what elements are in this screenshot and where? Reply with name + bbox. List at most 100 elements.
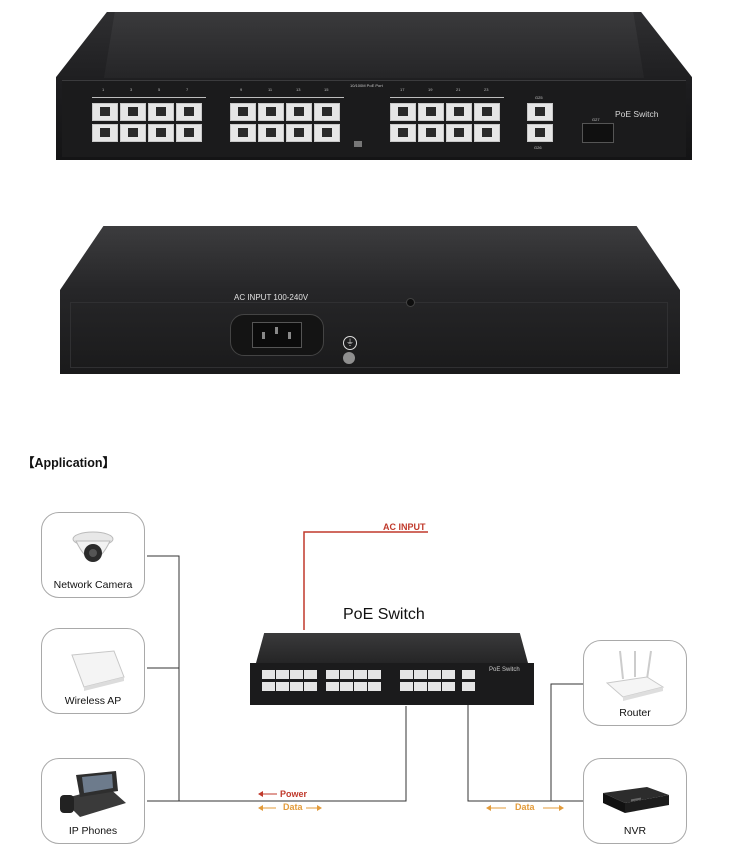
switch-top-cover	[104, 12, 644, 78]
ethernet-port	[176, 124, 202, 142]
ethernet-port	[326, 682, 339, 691]
device-card-ip-phones: IP Phones	[41, 758, 145, 844]
ethernet-port	[418, 124, 444, 142]
ethernet-port	[390, 124, 416, 142]
ethernet-port	[290, 670, 303, 679]
diagram-poe-switch: PoE Switch	[250, 633, 534, 705]
port-number: 7	[186, 87, 189, 92]
ethernet-port	[176, 103, 202, 121]
ethernet-port	[442, 682, 455, 691]
diagram-switch-title: PoE Switch	[343, 606, 425, 623]
ethernet-port	[276, 682, 289, 691]
ethernet-port	[446, 103, 472, 121]
data-label-right: Data	[515, 802, 535, 812]
ethernet-port	[414, 682, 427, 691]
uplink-port	[462, 670, 475, 679]
nvr-link-line	[467, 704, 583, 802]
device-label: IP Phones	[68, 825, 118, 837]
nvr-icon	[603, 787, 669, 813]
port-number: 5	[158, 87, 161, 92]
uplink-port	[462, 682, 475, 691]
port-number: 23	[484, 87, 489, 92]
switch-top-cover	[60, 226, 680, 290]
router-icon	[605, 650, 665, 701]
ethernet-port	[230, 124, 256, 142]
ethernet-port	[368, 682, 381, 691]
group-divider	[230, 97, 344, 98]
ethernet-port	[148, 103, 174, 121]
data-arrow-left-head-a	[258, 805, 263, 811]
ethernet-port	[148, 124, 174, 142]
device-card-wireless-ap: Wireless AP	[41, 628, 145, 714]
ethernet-port	[428, 670, 441, 679]
ethernet-port	[354, 670, 367, 679]
ethernet-port	[314, 103, 340, 121]
dome-camera-icon	[72, 531, 114, 562]
port-number: 3	[130, 87, 133, 92]
port-number: 9	[240, 87, 243, 92]
port-number: 15	[324, 87, 329, 92]
rear-panel-frame	[70, 302, 668, 368]
ethernet-port	[262, 682, 275, 691]
sfp-label: G27	[592, 117, 600, 122]
port-group-3	[390, 103, 500, 142]
power-label: Power	[280, 789, 308, 799]
device-label: Wireless AP	[64, 695, 122, 707]
ethernet-port	[304, 670, 317, 679]
ethernet-port	[230, 103, 256, 121]
ethernet-port	[390, 103, 416, 121]
ethernet-port	[474, 103, 500, 121]
ethernet-port	[340, 682, 353, 691]
inlet-pin	[288, 332, 291, 339]
dip-switch	[354, 141, 362, 147]
sfp-port	[582, 123, 614, 143]
uplink-port-group	[462, 670, 475, 691]
data-arrow-right-head-b	[559, 805, 564, 811]
uplink-port	[527, 124, 553, 142]
ethernet-port	[262, 670, 275, 679]
ethernet-port	[446, 124, 472, 142]
uplink-port-group	[527, 103, 553, 142]
router-link-line	[550, 683, 583, 801]
ethernet-port	[474, 124, 500, 142]
inlet-pin	[275, 327, 278, 334]
ac-input-line	[303, 531, 428, 630]
device-label: NVR	[623, 825, 647, 837]
switch-front-label: PoE Switch	[489, 667, 520, 673]
switch-rear-view: AC INPUT 100-240V ⏚	[60, 226, 680, 374]
device-label: Router	[619, 707, 651, 719]
port-group-3	[400, 670, 455, 691]
port-group-2	[230, 103, 340, 142]
device-card-router: Router	[583, 640, 687, 726]
ethernet-port	[418, 103, 444, 121]
ethernet-port	[442, 670, 455, 679]
switch-rear-panel: AC INPUT 100-240V ⏚	[60, 290, 680, 374]
uplink-label: G25	[535, 95, 543, 100]
screw-icon	[406, 298, 415, 307]
port-number: 1	[102, 87, 105, 92]
ground-screw	[343, 352, 355, 364]
ethernet-port	[258, 103, 284, 121]
phone-link-line	[147, 706, 407, 802]
ethernet-port	[340, 670, 353, 679]
device-label: Network Camera	[53, 579, 133, 591]
front-brand-label: PoE Switch	[615, 109, 659, 119]
switch-front-view: 10/100M PoE Port 1 3 5 7 9 11 13 15 17 1…	[56, 12, 692, 160]
ethernet-port	[276, 670, 289, 679]
group-divider	[92, 97, 206, 98]
ethernet-port	[92, 124, 118, 142]
switch-front-panel: PoE Switch	[250, 663, 534, 705]
inlet-pin	[262, 332, 265, 339]
ethernet-port	[368, 670, 381, 679]
ethernet-port	[258, 124, 284, 142]
ethernet-port	[414, 670, 427, 679]
ethernet-port	[400, 682, 413, 691]
data-label-left: Data	[283, 802, 303, 812]
port-number: 13	[296, 87, 301, 92]
ethernet-port	[314, 124, 340, 142]
section-heading: 【Application】	[22, 456, 116, 470]
port-group-1	[92, 103, 202, 142]
left-bus-line	[147, 555, 180, 801]
uplink-port	[527, 103, 553, 121]
